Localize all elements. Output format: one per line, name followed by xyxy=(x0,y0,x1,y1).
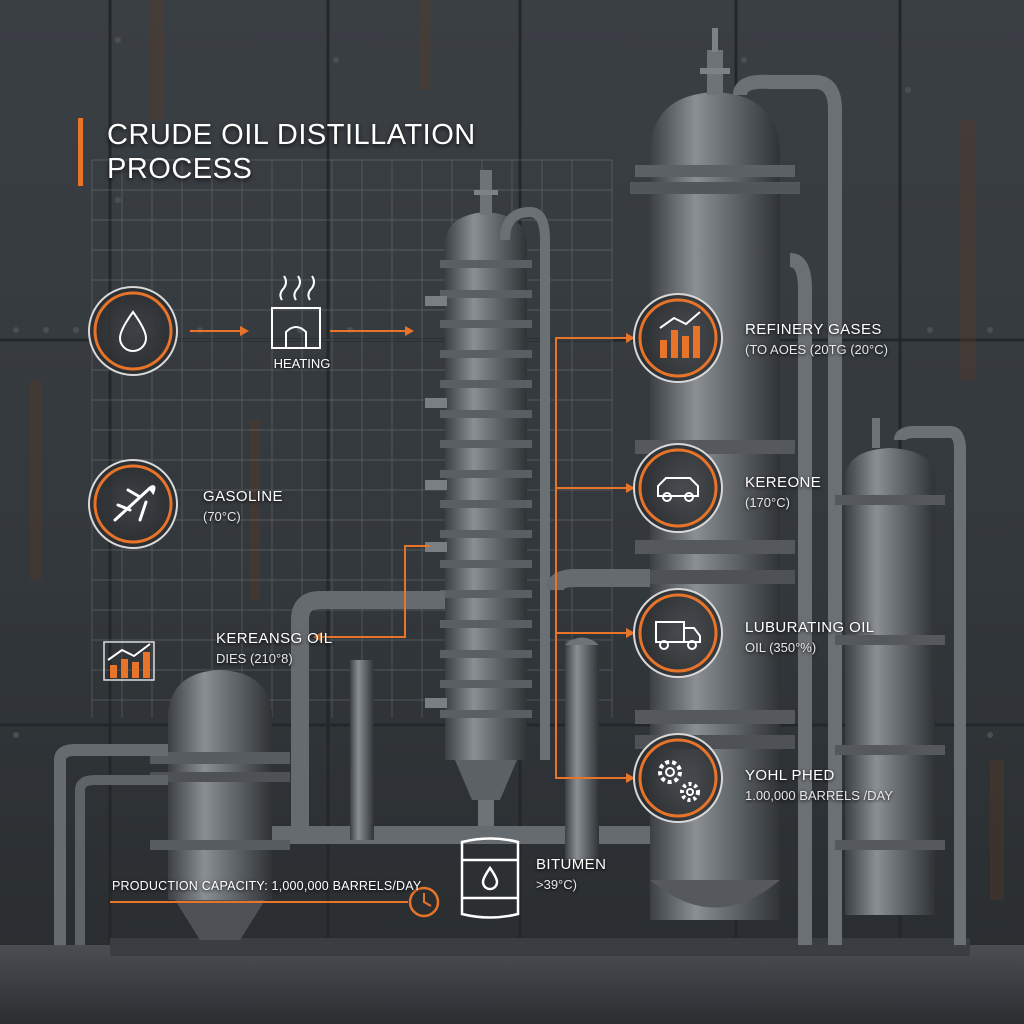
product-name: GASOLINE xyxy=(203,488,283,505)
furnace-icon xyxy=(271,275,321,349)
rust-streaks xyxy=(30,0,1004,900)
side-vessel xyxy=(835,418,966,945)
barrel-icon xyxy=(460,837,520,919)
page-title: CRUDE OIL DISTILLATION PROCESS xyxy=(78,118,567,186)
airplane-icon xyxy=(88,459,178,549)
main-column-pipes xyxy=(733,74,842,945)
product-kerosene-oil: KEREANSG OIL DIES (210°8) xyxy=(216,630,333,666)
bar-chart-icon-left xyxy=(103,641,155,681)
product-name: BITUMEN xyxy=(536,856,607,873)
product-detail: 1.00,000 BARRELS /DAY xyxy=(745,788,893,803)
product-kerosene: KEREONE (170°C) xyxy=(745,474,821,510)
product-name: YOHL PHED xyxy=(745,767,835,784)
production-capacity: PRODUCTION CAPACITY: 1,000,000 BARRELS/D… xyxy=(112,879,422,893)
product-gasoline: GASOLINE (70°C) xyxy=(203,488,283,524)
gears-icon xyxy=(633,733,723,823)
bar-chart-icon xyxy=(633,293,723,383)
car-icon xyxy=(633,443,723,533)
product-detail: >39°C) xyxy=(536,877,577,892)
product-refinery-gases: REFINERY GASES (TO AOES (20TG (20°C) xyxy=(745,321,888,357)
truck-icon xyxy=(633,588,723,678)
heating-label: HEATING xyxy=(273,356,331,371)
product-total-yield: YOHL PHED 1.00,000 BARRELS /DAY xyxy=(745,767,893,803)
product-detail: (TO AOES (20TG (20°C) xyxy=(745,342,888,357)
product-detail: DIES (210°8) xyxy=(216,651,293,666)
product-detail: (70°C) xyxy=(203,509,241,524)
product-name: KEREANSG OIL xyxy=(216,630,333,647)
product-name: REFINERY GASES xyxy=(745,321,882,338)
fractionating-column xyxy=(440,170,550,840)
product-bitumen: BITUMEN >39°C) xyxy=(536,856,606,892)
arrow-heads xyxy=(240,326,635,783)
product-detail: OIL (350°%) xyxy=(745,640,817,655)
clock-icon xyxy=(408,886,440,918)
product-name: KEREONE xyxy=(745,474,822,491)
floor xyxy=(0,945,1024,1024)
product-lubricating-oil: LUBURATING OIL OIL (350°%) xyxy=(745,619,875,655)
product-name: LUBURATING OIL xyxy=(745,619,875,636)
base-plinth xyxy=(110,938,970,956)
small-stack xyxy=(350,637,599,860)
product-detail: (170°C) xyxy=(745,495,790,510)
column-valves xyxy=(425,296,447,708)
flow-arrows xyxy=(110,330,626,903)
oil-drop-icon xyxy=(88,286,178,376)
heating-vessel xyxy=(54,670,290,945)
